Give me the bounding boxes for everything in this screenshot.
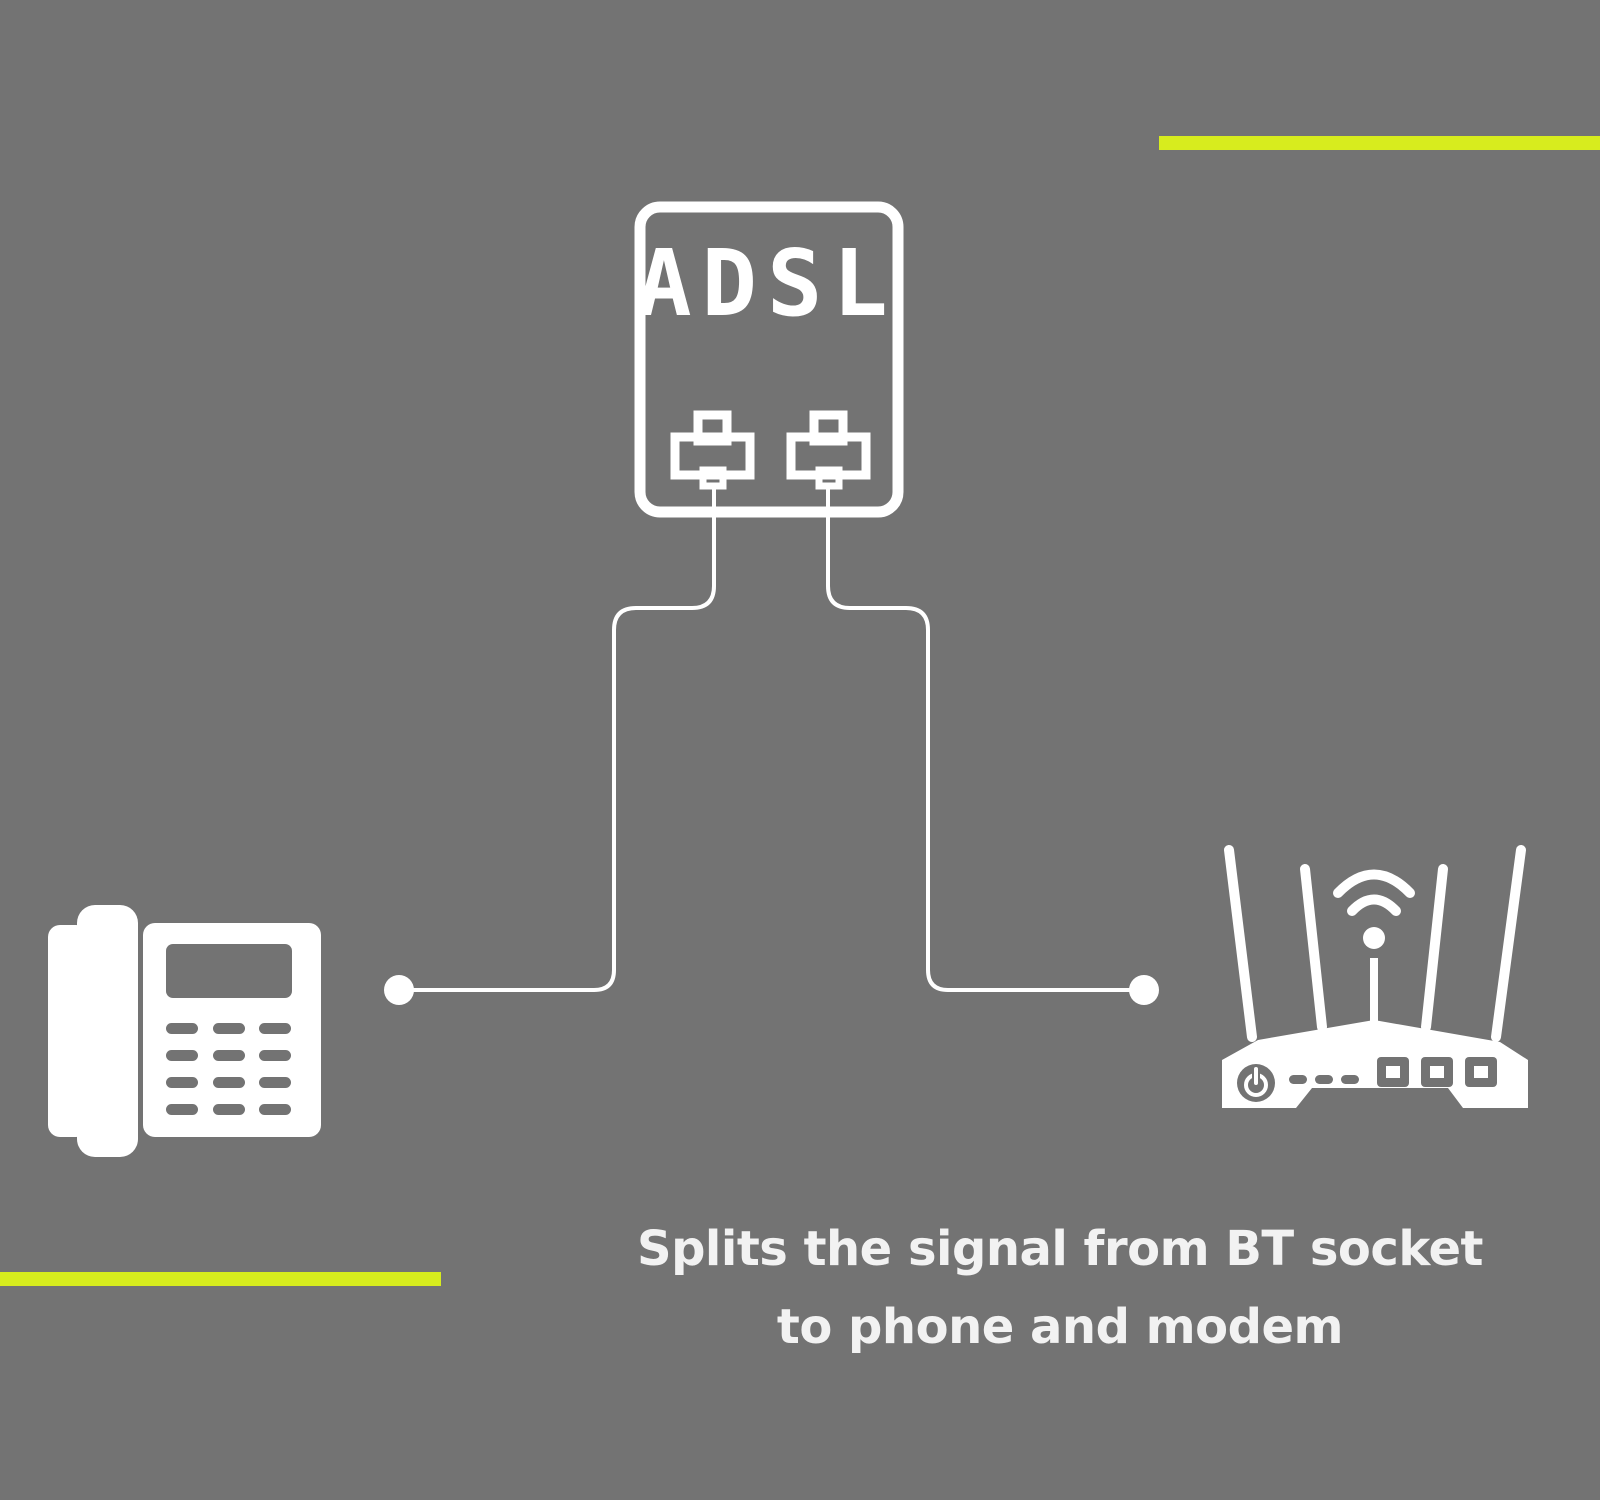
- caption-line-2: to phone and modem: [776, 1299, 1344, 1355]
- phone-connector-dot: [384, 975, 414, 1005]
- splitter-outline: [634, 201, 904, 518]
- wifi-signal-icon: [1333, 869, 1415, 1022]
- rj11-port-icon: [786, 410, 871, 490]
- cable-to-router: [826, 486, 1144, 992]
- power-icon: [1237, 1064, 1275, 1102]
- router-ports: [1377, 1057, 1497, 1087]
- caption-line-1: Splits the signal from BT socket: [637, 1221, 1483, 1277]
- accent-bar-bottom: [0, 1272, 441, 1286]
- splitter-label: ADSL: [636, 230, 898, 337]
- cable-to-phone: [399, 486, 716, 992]
- accent-bar-top: [1159, 136, 1600, 150]
- status-lights: [1289, 1075, 1359, 1084]
- wifi-router-icon: [1222, 845, 1528, 1108]
- router-connector-dot: [1129, 975, 1159, 1005]
- desk-phone-icon: [48, 905, 321, 1157]
- phone-keypad: [166, 1023, 291, 1115]
- caption-text: Splits the signal from BT socket to phon…: [600, 1210, 1520, 1366]
